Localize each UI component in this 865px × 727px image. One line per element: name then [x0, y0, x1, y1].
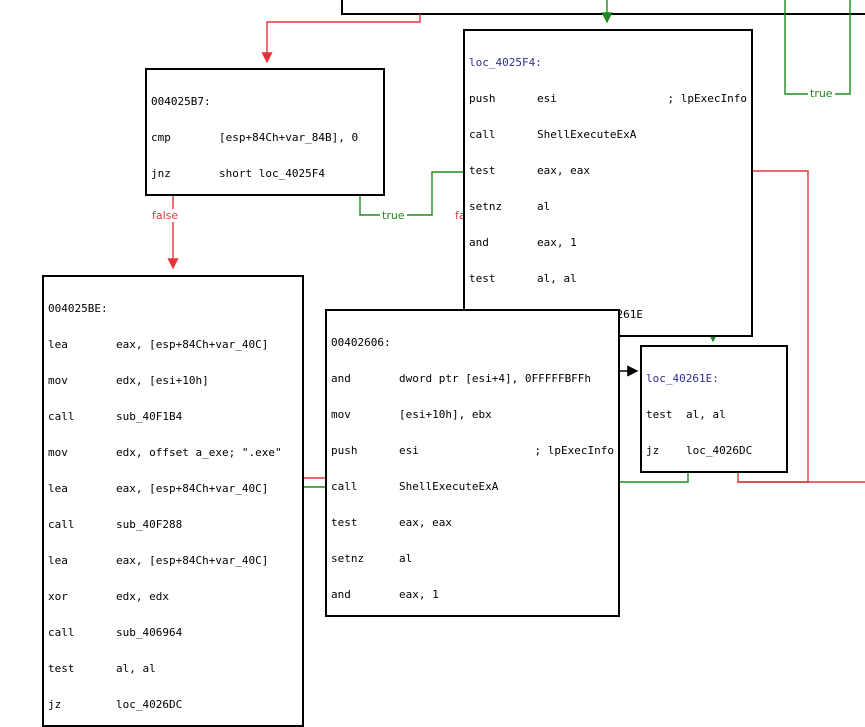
instruction-line: cmp[esp+84Ch+var_84B], 0	[151, 131, 359, 144]
block-label: loc_40261E:	[646, 372, 719, 385]
block-label: 004025BE:	[48, 302, 108, 315]
edge-label-true: true	[380, 209, 407, 222]
instruction-line: mov[esi+10h], ebx	[331, 408, 492, 421]
block-label: loc_4025F4:	[469, 56, 542, 69]
edge-top-false	[261, 14, 421, 64]
top-block-outline	[341, 0, 865, 15]
edge-label-true: true	[808, 87, 835, 100]
block-label: 00402606:	[331, 336, 391, 349]
block-label: 004025B7:	[151, 95, 211, 108]
edge-label-false: false	[150, 209, 181, 222]
